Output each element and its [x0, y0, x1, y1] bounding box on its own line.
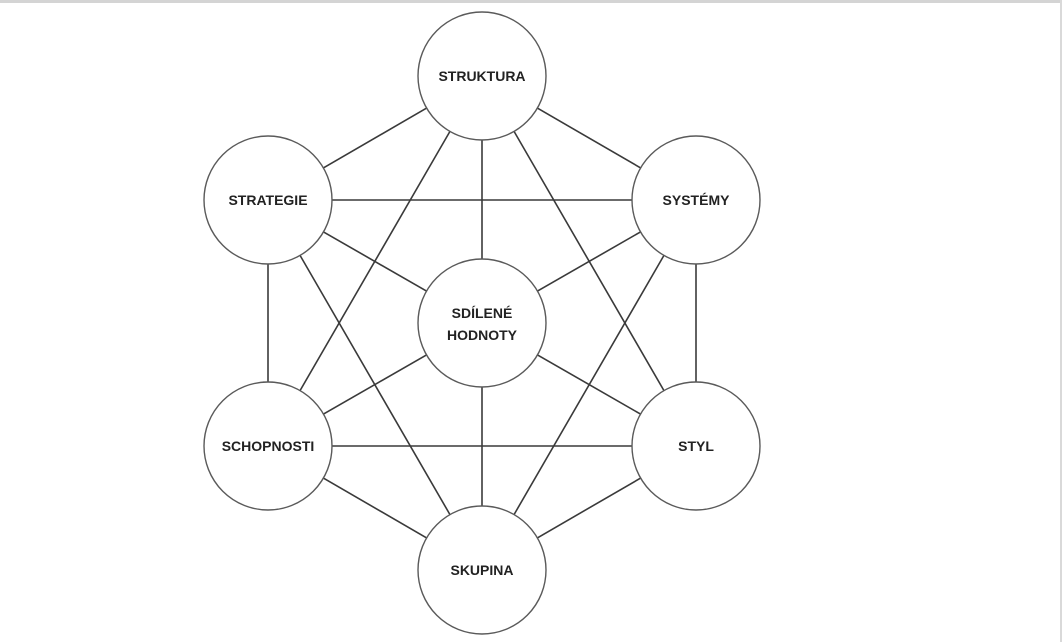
- node-circle: [417, 11, 547, 141]
- node-label: SCHOPNOSTI: [222, 438, 315, 454]
- node-circle: [417, 258, 547, 388]
- node-skupina: SKUPINA: [417, 505, 547, 635]
- connection-lines: [267, 107, 697, 539]
- node-circle: [203, 381, 333, 511]
- node-systemy: SYSTÉMY: [631, 135, 761, 265]
- node-label: STRATEGIE: [228, 192, 307, 208]
- edge-sdilene-styl: [537, 354, 641, 415]
- edge-schopnosti-skupina: [322, 477, 428, 539]
- node-label: STRUKTURA: [438, 68, 525, 84]
- node-circle: [631, 381, 761, 511]
- edge-systemy-sdilene: [537, 231, 641, 292]
- edge-strategie-sdilene: [323, 231, 427, 292]
- node-label-line2: HODNOTY: [447, 327, 518, 343]
- node-struktura: STRUKTURA: [417, 11, 547, 141]
- edge-styl-skupina: [536, 477, 642, 539]
- node-circle: [417, 505, 547, 635]
- node-label: SKUPINA: [450, 562, 513, 578]
- edge-struktura-strategie: [322, 107, 428, 169]
- node-strategie: STRATEGIE: [203, 135, 333, 265]
- node-circle: [631, 135, 761, 265]
- top-divider: [0, 0, 1062, 3]
- edge-struktura-systemy: [536, 107, 642, 169]
- node-schopnosti: SCHOPNOSTI: [203, 381, 333, 511]
- edge-sdilene-schopnosti: [323, 354, 427, 415]
- node-label: SYSTÉMY: [663, 192, 731, 208]
- node-styl: STYL: [631, 381, 761, 511]
- node-sdilene-hodnoty: SDÍLENÉ HODNOTY: [417, 258, 547, 388]
- right-divider: [1060, 0, 1062, 642]
- node-circle: [203, 135, 333, 265]
- node-label: STYL: [678, 438, 714, 454]
- node-label-line1: SDÍLENÉ: [452, 305, 513, 321]
